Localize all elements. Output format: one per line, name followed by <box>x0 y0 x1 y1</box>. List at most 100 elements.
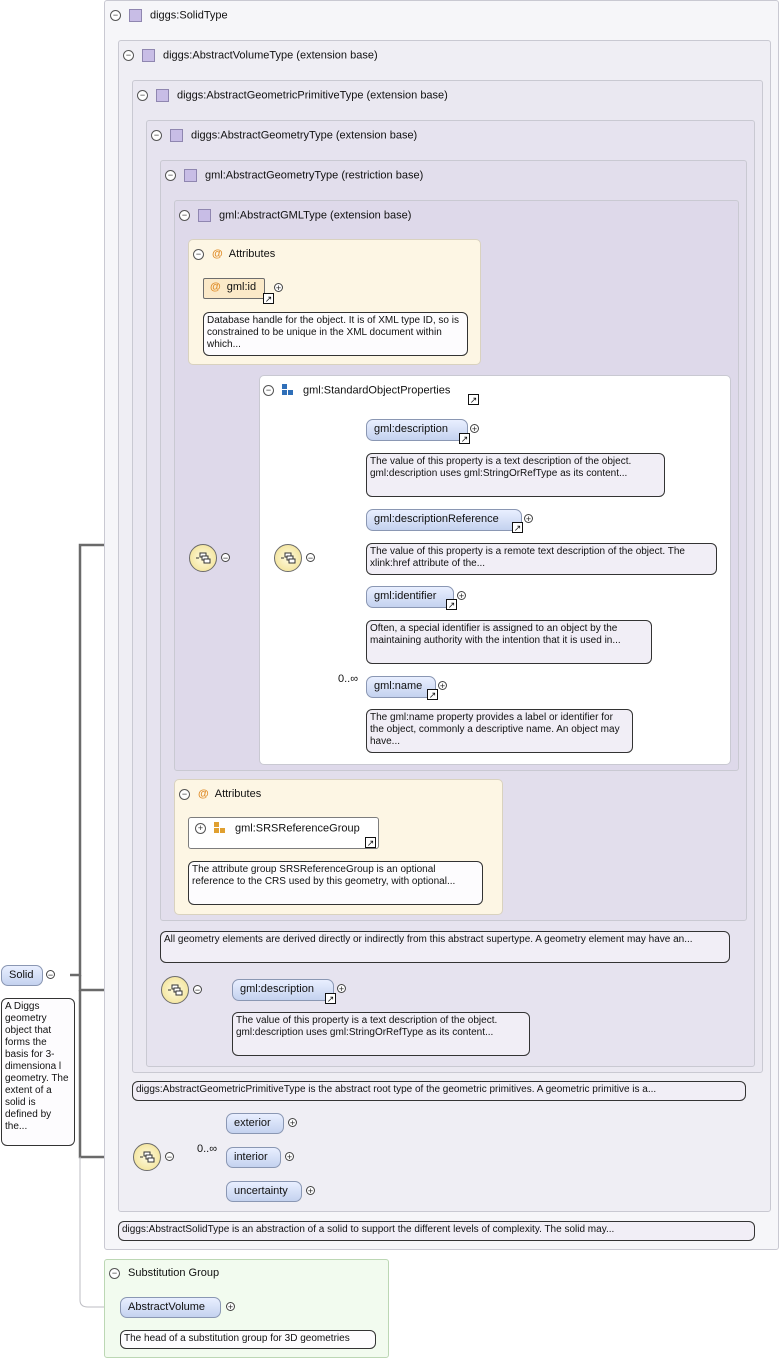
solid-type-label: diggs:SolidType <box>150 9 228 22</box>
collapse-icon[interactable]: − <box>221 553 230 563</box>
gml-abstract-geometry-type-header[interactable]: − gml:AbstractGeometryType (restriction b… <box>165 169 423 182</box>
gml-id-description: Database handle for the object. It is of… <box>203 312 468 356</box>
gml-description-text: The value of this property is a text des… <box>366 453 665 497</box>
collapse-toggle-icon[interactable]: − <box>179 210 190 221</box>
gml-identifier-text: Often, a special identifier is assigned … <box>366 620 652 664</box>
abstract-geometric-primitive-type-header[interactable]: − diggs:AbstractGeometricPrimitiveType (e… <box>137 89 448 102</box>
abstract-geometric-primitive-annotation: diggs:AbstractGeometricPrimitiveType is … <box>132 1081 746 1101</box>
standard-object-properties-header[interactable]: − gml:StandardObjectProperties <box>263 384 450 397</box>
expand-icon[interactable]: + <box>226 1302 235 1312</box>
sequence-compositor-icon[interactable] <box>161 976 189 1004</box>
abstract-gml-type-header[interactable]: − gml:AbstractGMLType (extension base) <box>179 209 411 222</box>
collapse-toggle-icon[interactable]: − <box>193 248 204 260</box>
solid-root-element[interactable]: Solid <box>1 965 43 986</box>
sequence-glyph-icon <box>196 552 211 564</box>
goto-definition-icon[interactable]: ↗ <box>263 293 274 304</box>
abstract-geometric-primitive-type-label: diggs:AbstractGeometricPrimitiveType (ex… <box>177 89 448 102</box>
collapse-toggle-icon[interactable]: − <box>109 1267 120 1279</box>
gml-name-element[interactable]: gml:name <box>366 676 436 698</box>
abstract-geometry-annotation: All geometry elements are derived direct… <box>160 931 730 963</box>
expand-icon[interactable]: + <box>470 424 479 434</box>
goto-definition-icon[interactable]: ↗ <box>365 837 376 848</box>
goto-definition-icon[interactable]: ↗ <box>325 993 336 1004</box>
uncertainty-element[interactable]: uncertainty <box>226 1181 302 1202</box>
abstract-volume-type-header[interactable]: − diggs:AbstractVolumeType (extension bas… <box>123 49 378 62</box>
expand-icon[interactable]: + <box>274 283 283 293</box>
abstract-volume-element[interactable]: AbstractVolume <box>120 1297 221 1318</box>
abstract-volume-description: The head of a substitution group for 3D … <box>120 1330 376 1349</box>
collapse-icon[interactable]: − <box>46 970 55 980</box>
srs-reference-group-text: The attribute group SRSReferenceGroup is… <box>188 861 483 905</box>
expand-icon[interactable]: + <box>337 984 346 994</box>
solid-type-header[interactable]: − diggs:SolidType <box>110 9 228 22</box>
attribute-at-icon: @ <box>212 248 223 260</box>
multiplicity-label: 0..∞ <box>338 673 359 685</box>
sequence-glyph-icon <box>168 984 183 996</box>
collapse-toggle-icon[interactable]: − <box>137 90 148 101</box>
interior-element[interactable]: interior <box>226 1147 281 1168</box>
substitution-group-header[interactable]: −Substitution Group <box>109 1267 219 1279</box>
srs-reference-group-node[interactable]: + gml:SRSReferenceGroup <box>188 817 379 849</box>
expand-icon[interactable]: + <box>438 681 447 691</box>
attributes-label: Attributes <box>214 788 262 800</box>
sequence-compositor-icon[interactable] <box>189 544 217 572</box>
goto-definition-icon[interactable]: ↗ <box>468 394 479 405</box>
goto-definition-icon[interactable]: ↗ <box>446 599 457 610</box>
goto-definition-icon[interactable]: ↗ <box>427 689 438 700</box>
sequence-compositor-icon[interactable] <box>274 544 302 572</box>
complex-type-icon <box>142 49 155 62</box>
collapse-icon[interactable]: − <box>193 985 202 995</box>
expand-icon[interactable]: + <box>524 514 533 524</box>
complex-type-icon <box>198 209 211 222</box>
gml-description-text: The value of this property is a text des… <box>232 1012 530 1056</box>
attribute-at-icon: @ <box>198 788 209 800</box>
gml-description-reference-text: The value of this property is a remote t… <box>366 543 717 575</box>
gml-name-text: The gml:name property provides a label o… <box>366 709 633 753</box>
goto-definition-icon[interactable]: ↗ <box>512 522 523 533</box>
solid-description: A Diggs geometry object that forms the b… <box>1 998 75 1146</box>
attributes-label: Attributes <box>228 248 276 260</box>
attributes-header[interactable]: −@ Attributes <box>193 248 275 260</box>
collapse-toggle-icon[interactable]: − <box>179 788 190 800</box>
group-icon <box>282 384 293 395</box>
collapse-toggle-icon[interactable]: − <box>151 130 162 141</box>
complex-type-icon <box>129 9 142 22</box>
collapse-toggle-icon[interactable]: − <box>263 385 274 396</box>
gml-id-label: gml:id <box>226 281 257 293</box>
gml-abstract-geometry-type-label: gml:AbstractGeometryType (restriction ba… <box>205 169 424 182</box>
attribute-group-icon <box>214 822 225 833</box>
abstract-gml-type-label: gml:AbstractGMLType (extension base) <box>219 209 412 222</box>
collapse-toggle-icon[interactable]: − <box>110 10 121 21</box>
expand-icon[interactable]: + <box>285 1152 294 1162</box>
gml-identifier-element[interactable]: gml:identifier <box>366 586 454 608</box>
sequence-compositor-icon[interactable] <box>133 1143 161 1171</box>
complex-type-icon <box>156 89 169 102</box>
expand-toggle-icon[interactable]: + <box>195 823 206 834</box>
complex-type-icon <box>170 129 183 142</box>
srs-reference-group-label: gml:SRSReferenceGroup <box>235 822 360 835</box>
sequence-glyph-icon <box>281 552 296 564</box>
exterior-element[interactable]: exterior <box>226 1113 284 1134</box>
collapse-icon[interactable]: − <box>165 1152 174 1162</box>
expand-icon[interactable]: + <box>288 1118 297 1128</box>
abstract-solid-annotation: diggs:AbstractSolidType is an abstractio… <box>118 1221 755 1241</box>
multiplicity-label: 0..∞ <box>197 1143 218 1155</box>
substitution-group-label: Substitution Group <box>128 1267 220 1279</box>
standard-object-properties-label: gml:StandardObjectProperties <box>303 384 451 397</box>
collapse-icon[interactable]: − <box>306 553 315 563</box>
complex-type-icon <box>184 169 197 182</box>
expand-icon[interactable]: + <box>306 1186 315 1196</box>
gml-description-element[interactable]: gml:description <box>232 979 334 1001</box>
gml-description-reference-element[interactable]: gml:descriptionReference <box>366 509 522 531</box>
gml-description-element[interactable]: gml:description <box>366 419 468 441</box>
collapse-toggle-icon[interactable]: − <box>123 50 134 61</box>
attributes-header[interactable]: −@ Attributes <box>179 788 261 800</box>
diggs-abstract-geometry-type-header[interactable]: − diggs:AbstractGeometryType (extension b… <box>151 129 417 142</box>
sequence-glyph-icon <box>140 1151 155 1163</box>
collapse-toggle-icon[interactable]: − <box>165 170 176 181</box>
abstract-volume-type-label: diggs:AbstractVolumeType (extension base… <box>163 49 378 62</box>
diggs-abstract-geometry-type-label: diggs:AbstractGeometryType (extension ba… <box>191 129 418 142</box>
goto-definition-icon[interactable]: ↗ <box>459 433 470 444</box>
gml-id-attribute[interactable]: @gml:id <box>203 278 265 299</box>
expand-icon[interactable]: + <box>457 591 466 601</box>
